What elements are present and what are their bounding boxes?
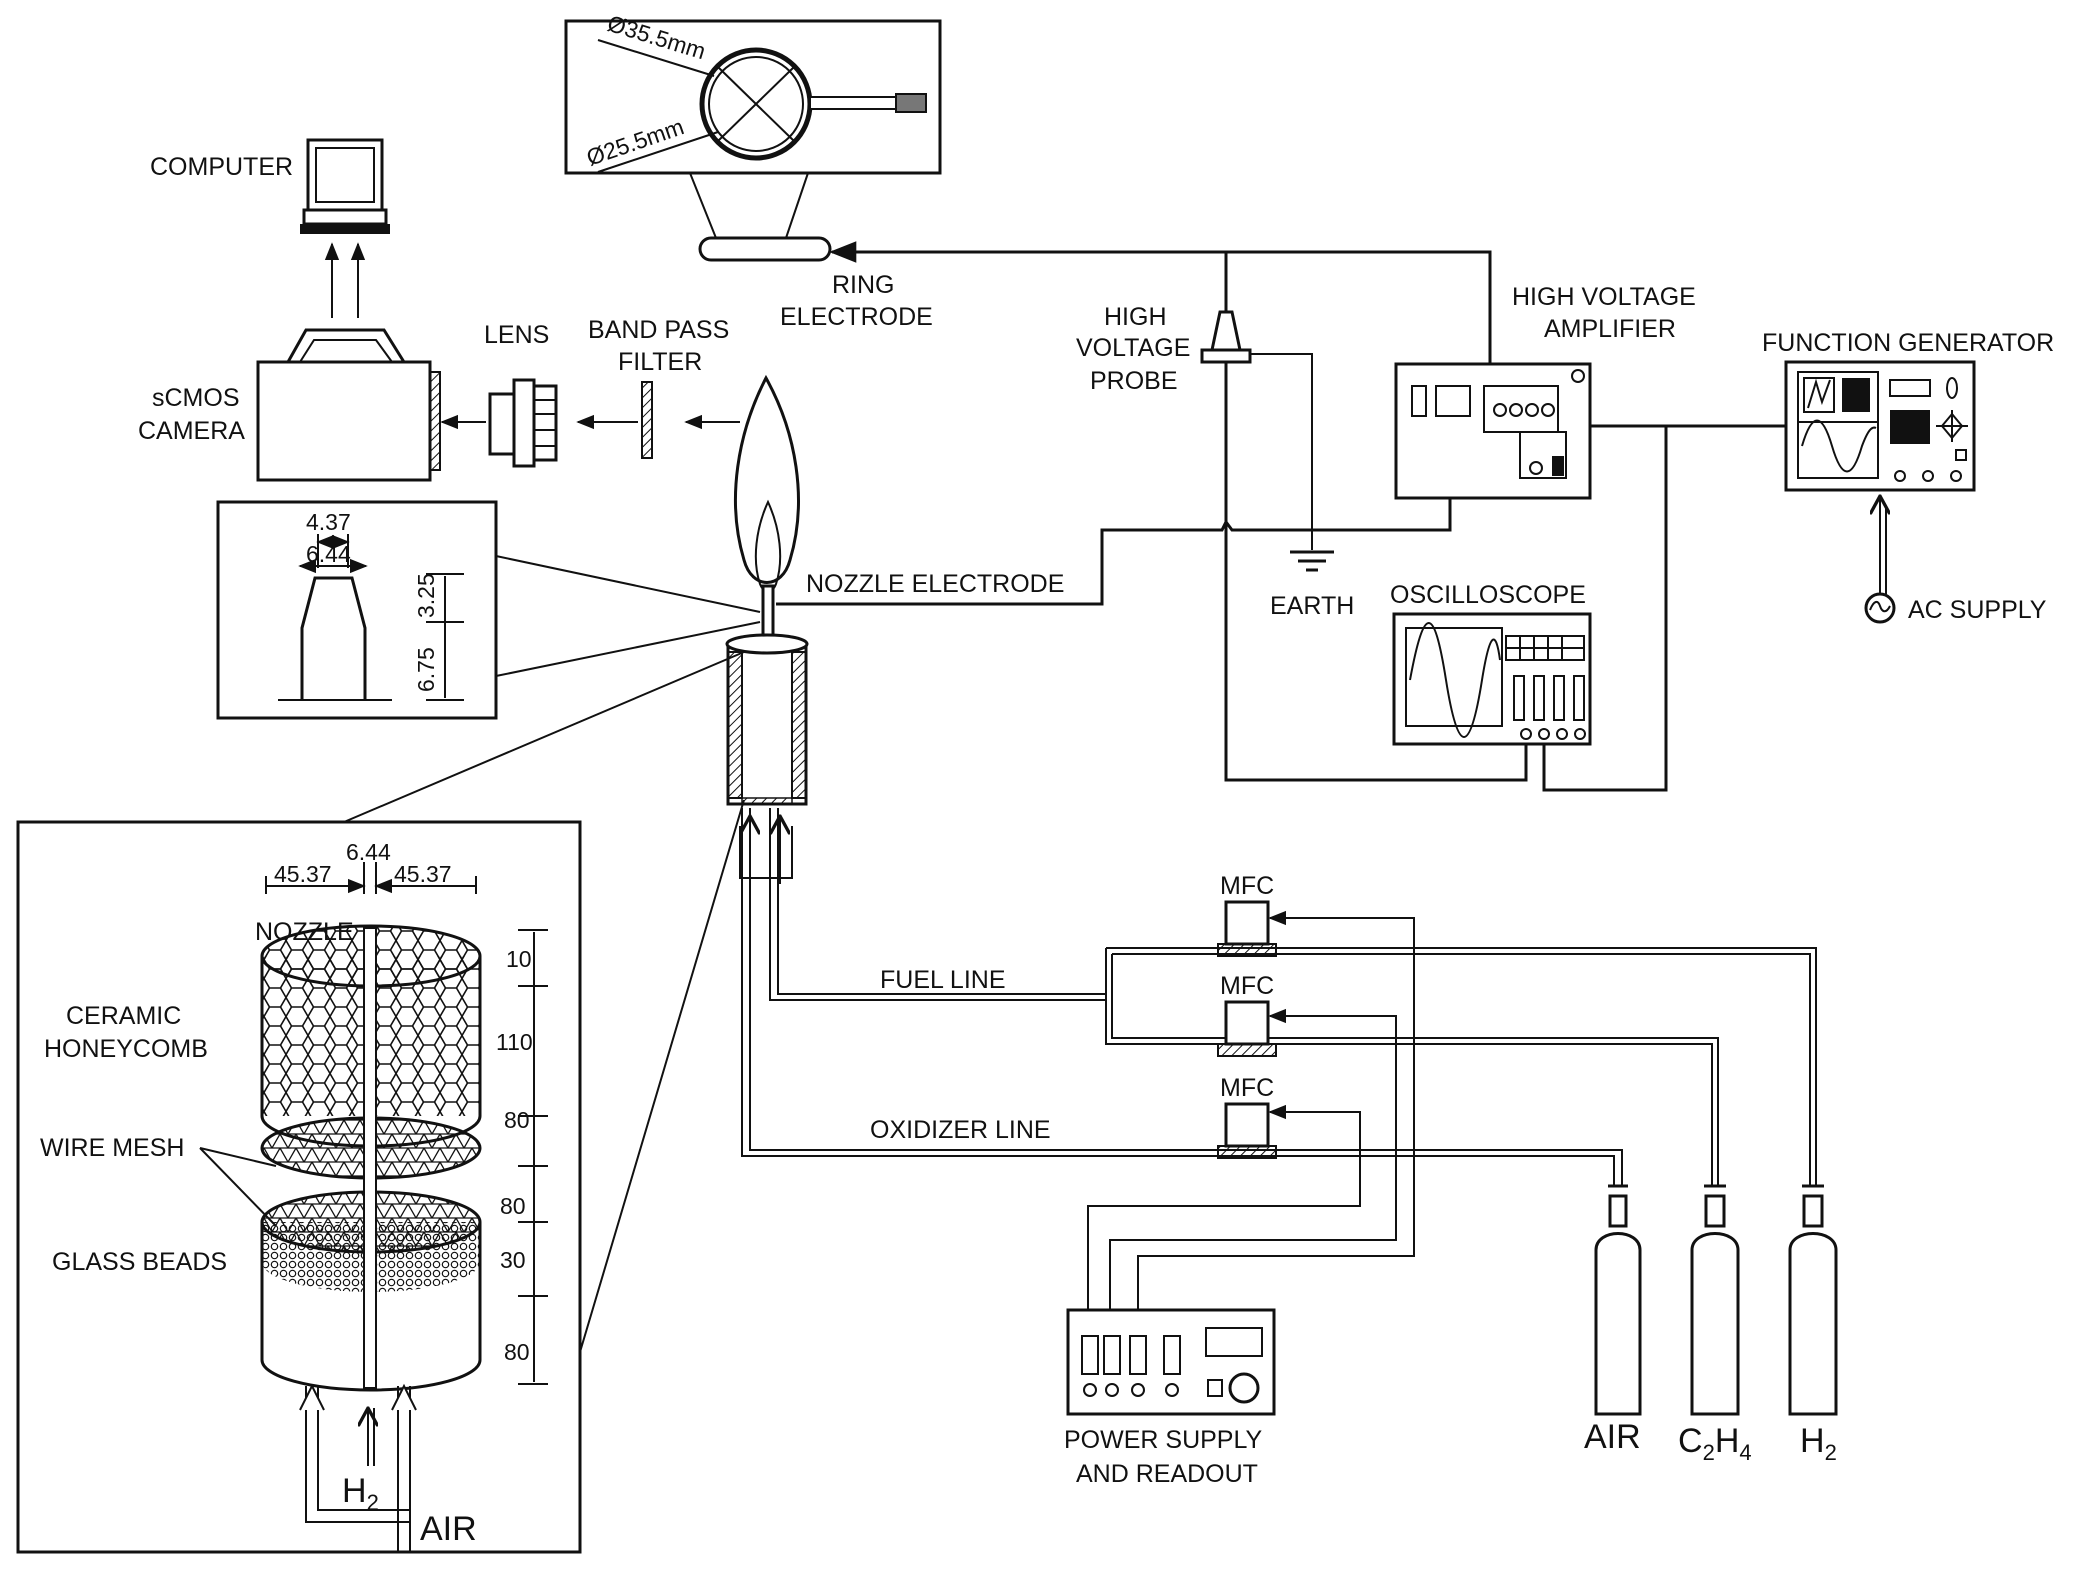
scmos-camera-label-2: CAMERA <box>138 417 245 445</box>
burner-body <box>725 633 809 806</box>
tank-air-label: AIR <box>1584 1418 1641 1456</box>
wire-mesh-label: WIRE MESH <box>40 1134 184 1162</box>
inlet-h2-label: H2 <box>342 1472 379 1515</box>
burner-height-1: 10 <box>506 946 532 972</box>
high-voltage-probe-label: HIGH <box>1104 303 1167 331</box>
flame-inner <box>754 499 782 593</box>
oscilloscope <box>1392 612 1592 746</box>
high-voltage-probe-label-2: VOLTAGE <box>1076 334 1190 362</box>
mfc-3 <box>1217 1102 1277 1159</box>
ring-electrode-wire <box>829 241 1492 368</box>
ring-electrode-label-2: ELECTRODE <box>780 303 933 331</box>
nozzle <box>761 584 775 642</box>
nozzle-top-height: 3.25 <box>413 573 439 618</box>
mfc-1 <box>1217 900 1277 957</box>
nozzle-top-diameter: 4.37 <box>306 509 351 535</box>
ac-supply-label: AC SUPPLY <box>1908 596 2047 624</box>
oxidizer-line-label: OXIDIZER LINE <box>870 1116 1051 1144</box>
power-supply-readout <box>1066 1308 1276 1416</box>
ring-electrode <box>698 236 832 262</box>
high-voltage-amplifier-label: HIGH VOLTAGE <box>1512 283 1696 311</box>
burner-width-right: 45.37 <box>394 861 452 887</box>
scmos-camera-label: sCMOS <box>152 384 240 412</box>
nozzle-electrode-wire <box>776 494 1452 606</box>
ring-electrode-label: RING <box>832 271 895 299</box>
mfc-2-label: MFC <box>1220 972 1274 1000</box>
glass-beads-label: GLASS BEADS <box>52 1248 227 1276</box>
nozzle-electrode-label: NOZZLE ELECTRODE <box>806 570 1064 598</box>
computer <box>300 138 390 318</box>
scmos-camera <box>256 328 441 482</box>
mfc-3-label: MFC <box>1220 1074 1274 1102</box>
high-voltage-amplifier <box>1394 362 1592 500</box>
ring-lead-connector <box>895 93 927 113</box>
ac-supply-symbol <box>1864 592 1896 624</box>
inlet-air-label: AIR <box>420 1510 477 1548</box>
burner-height-6: 80 <box>504 1339 530 1365</box>
tank-h2-label: H2 <box>1800 1422 1837 1465</box>
tank-h2 <box>1788 1184 1838 1416</box>
burner-height-3: 80 <box>504 1107 530 1133</box>
earth-label: EARTH <box>1270 592 1354 620</box>
camera-body <box>256 360 432 482</box>
tank-c2h4 <box>1690 1184 1740 1416</box>
power-supply-label: POWER SUPPLY <box>1064 1426 1263 1454</box>
ceramic-honeycomb-label-2: HONEYCOMB <box>44 1035 208 1063</box>
burner-width-left: 45.37 <box>274 861 332 887</box>
computer-label: COMPUTER <box>150 153 293 181</box>
function-generator <box>1784 360 1976 492</box>
burner-height-2: 110 <box>496 1029 533 1055</box>
oscilloscope-label: OSCILLOSCOPE <box>1390 581 1586 609</box>
burner-detail-inset: 6.44 45.37 45.37 NOZZLE CERAMIC HONEYCOM… <box>16 651 745 1554</box>
lens-label: LENS <box>484 321 549 349</box>
camera-handle <box>286 328 406 363</box>
mfc-1-label: MFC <box>1220 872 1274 900</box>
burner-width-center: 6.44 <box>346 839 391 865</box>
high-voltage-probe <box>1210 310 1242 352</box>
function-generator-label: FUNCTION GENERATOR <box>1762 329 2054 357</box>
earth-symbol <box>1290 550 1334 572</box>
burner-height-4: 80 <box>500 1193 526 1219</box>
ceramic-honeycomb-label: CERAMIC <box>66 1002 181 1030</box>
power-supply-label-2: AND READOUT <box>1076 1460 1258 1488</box>
ring-electrode-detail: Ø35.5mm Ø25.5mm <box>564 10 942 239</box>
nozzle-bottom-diameter: 6.44 <box>306 541 351 567</box>
computer-monitor <box>306 138 384 212</box>
fuel-line-label: FUEL LINE <box>880 966 1006 994</box>
mfc-2 <box>1217 1000 1277 1057</box>
band-pass-filter-label: BAND PASS <box>588 316 729 344</box>
nozzle-detail-inset: 4.37 6.44 3.25 6.75 <box>216 500 761 720</box>
burner-nozzle-label: NOZZLE <box>255 918 354 946</box>
ring-lead-wire <box>809 96 901 110</box>
band-pass-filter-label-2: FILTER <box>618 348 702 376</box>
flame-outer <box>734 374 800 584</box>
high-voltage-probe-label-3: PROBE <box>1090 367 1178 395</box>
high-voltage-amplifier-label-2: AMPLIFIER <box>1544 315 1676 343</box>
burner-height-5: 30 <box>500 1247 526 1273</box>
tank-air <box>1594 1184 1642 1416</box>
band-pass-filter <box>641 381 653 459</box>
nozzle-detail-frame <box>216 500 498 720</box>
tank-c2h4-label: C2H4 <box>1678 1422 1752 1465</box>
lens <box>488 378 558 468</box>
nozzle-bottom-height: 6.75 <box>413 647 439 692</box>
